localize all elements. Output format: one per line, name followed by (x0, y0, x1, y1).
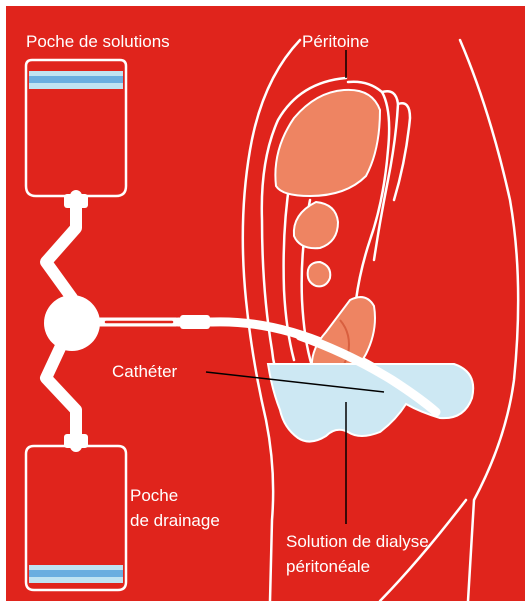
drain-bag-label-line1: Poche (130, 486, 178, 505)
catheter-connector (180, 315, 210, 329)
small-organ (308, 262, 331, 286)
catheter-label: Cathéter (112, 362, 178, 381)
dialysis-solution-label-line2: péritonéale (286, 557, 370, 576)
drain-bag-label-line2: de drainage (130, 511, 220, 530)
y-junction (44, 295, 100, 351)
peritoneum-label: Péritoine (302, 32, 369, 51)
dialysis-solution-label-line1: Solution de dialyse (286, 532, 429, 551)
solution-bag-label: Poche de solutions (26, 32, 170, 51)
solution-bag-stripe (29, 71, 123, 89)
drain-bag-stripe (29, 565, 123, 583)
